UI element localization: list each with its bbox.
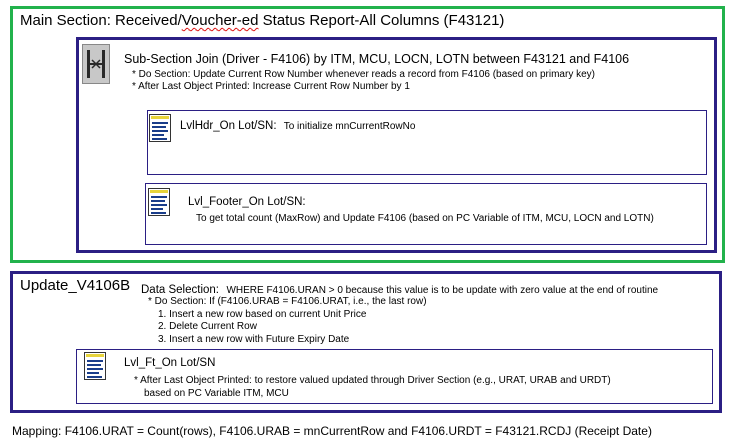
lvlhdr-desc: To initialize mnCurrentRowNo [283,121,416,132]
subsection-note-do-section: * Do Section: Update Current Row Number … [132,69,595,80]
lvlft-note-1: * After Last Object Printed: to restore … [134,375,611,386]
update-step-1: 1. Insert a new row based on current Uni… [158,309,367,320]
subsection-title: Sub-Section Join (Driver - F4106) by ITM… [124,52,630,66]
report-section-icon [148,188,170,216]
update-data-selection: Data Selection: WHERE F4106.URAN > 0 bec… [141,280,658,298]
update-section-box [10,271,722,413]
subsection-box [76,37,717,253]
lvlfooter-title: Lvl_Footer_On Lot/SN: [188,196,306,208]
join-section-icon [82,44,110,84]
report-section-icon [84,352,106,380]
main-section-title: Main Section: Received/Voucher-ed Status… [20,12,505,29]
data-selection-text: WHERE F4106.URAN > 0 because this value … [226,285,659,296]
lvlhdr-box [147,110,707,175]
update-section-title: Update_V4106B [20,277,131,294]
lvlft-box [76,349,713,404]
update-step-3: 3. Insert a new row with Future Expiry D… [158,334,350,345]
data-selection-label: Data Selection: [141,284,219,296]
report-section-icon [149,114,171,142]
main-section-box [10,6,725,263]
lvlft-note-2: based on PC Variable ITM, MCU [144,388,289,399]
lvlft-title: Lvl_Ft_On Lot/SN [124,357,216,369]
subsection-note-after-last: * After Last Object Printed: Increase Cu… [132,81,410,92]
lvlhdr-heading: LvlHdr_On Lot/SN: To initialize mnCurren… [180,120,415,132]
lvlfooter-desc: To get total count (MaxRow) and Update F… [196,213,654,224]
update-do-section: * Do Section: If (F4106.URAB = F4106.URA… [148,296,427,307]
update-step-2: 2. Delete Current Row [158,321,257,332]
mapping-text: Mapping: F4106.URAT = Count(rows), F4106… [12,424,652,438]
lvlhdr-title: LvlHdr_On Lot/SN: [180,120,277,132]
lvlfooter-box [145,183,707,245]
